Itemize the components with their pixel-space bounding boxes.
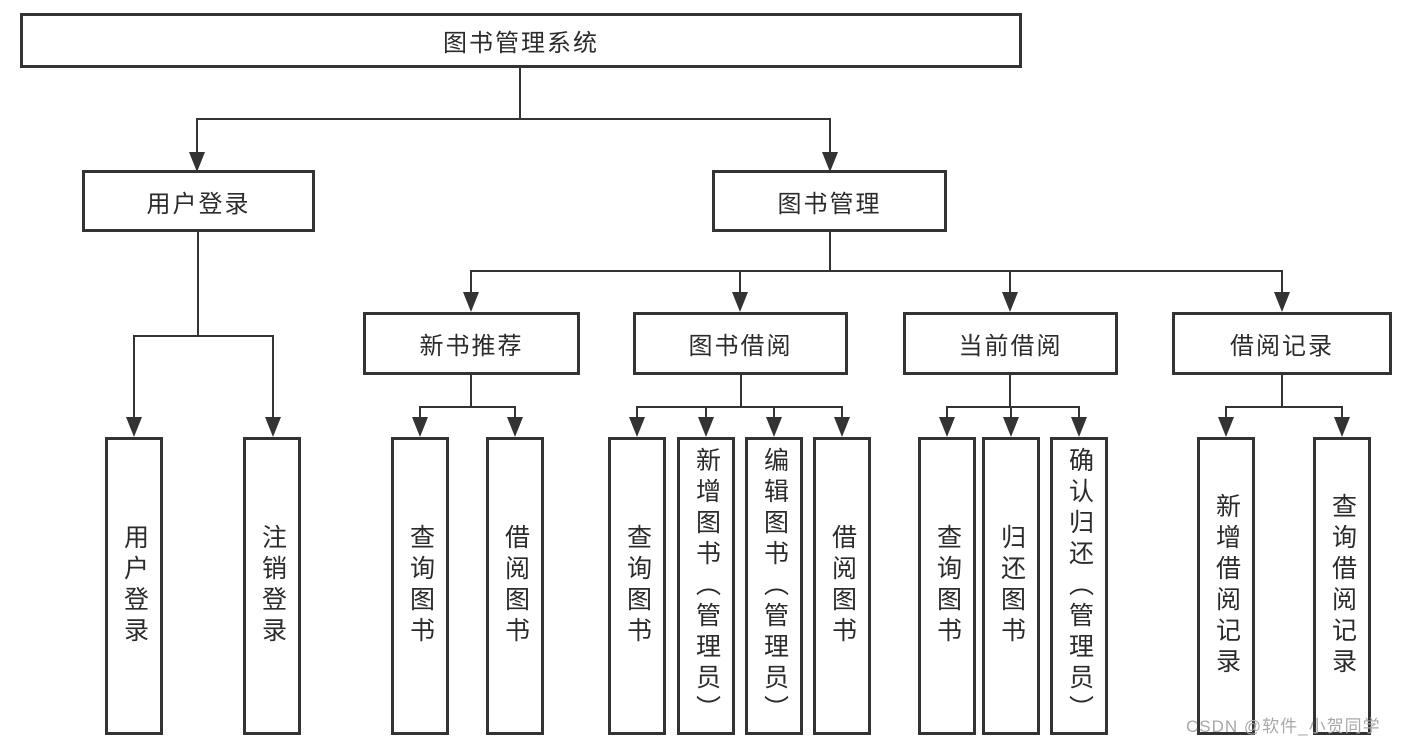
- connector-leaf-stem: [636, 406, 638, 420]
- leaf-query-borrow-record: 查询借阅记录: [1313, 437, 1371, 735]
- leaf-return-books: 归还图书: [982, 437, 1040, 735]
- arrow-down-icon: [189, 152, 205, 172]
- arrow-down-icon: [629, 417, 645, 437]
- arrow-down-icon: [1218, 417, 1234, 437]
- connector-records-down: [1281, 375, 1283, 408]
- arrow-down-icon: [412, 417, 428, 437]
- leaf-user-login: 用户登录: [105, 437, 163, 735]
- connector-leaf-stem: [1341, 406, 1343, 420]
- arrow-down-icon: [507, 417, 523, 437]
- leaf-add-borrow-record: 新增借阅记录: [1197, 437, 1255, 735]
- arrow-down-icon: [1002, 292, 1018, 312]
- leaf-edit-books-admin: 编辑图书（管理员）: [745, 437, 803, 735]
- connector-leaf-stem: [1010, 406, 1012, 420]
- leaf-add-books-admin: 新增图书（管理员）: [677, 437, 735, 735]
- connector-borrow-hline: [636, 406, 843, 408]
- connector-level3-stem: [1281, 270, 1283, 296]
- leaf-borrow-books-recommend: 借阅图书: [486, 437, 544, 735]
- connector-level3-stem: [1009, 270, 1011, 296]
- connector-root-stem: [519, 68, 521, 120]
- node-new-book-recommend: 新书推荐: [363, 312, 580, 375]
- leaf-confirm-return-admin: 确认归还（管理员）: [1050, 437, 1108, 735]
- connector-current-down: [1009, 375, 1011, 408]
- arrow-down-icon: [1274, 292, 1290, 312]
- connector-leaf-stem: [133, 335, 135, 419]
- arrow-down-icon: [1071, 417, 1087, 437]
- node-current-borrow: 当前借阅: [903, 312, 1118, 375]
- connector-leaf-stem: [272, 335, 274, 419]
- arrow-down-icon: [834, 417, 850, 437]
- csdn-watermark: CSDN @软件_小贺同学: [1186, 717, 1381, 736]
- node-book-borrow: 图书借阅: [633, 312, 848, 375]
- connector-leaf-stem: [1078, 406, 1080, 420]
- node-borrow-records: 借阅记录: [1172, 312, 1392, 375]
- connector-recommend-hline: [419, 406, 516, 408]
- connector-borrow-down: [740, 375, 742, 408]
- leaf-borrow-books: 借阅图书: [813, 437, 871, 735]
- leaf-logout: 注销登录: [243, 437, 301, 735]
- connector-recommend-down: [470, 375, 472, 408]
- leaf-query-books-borrow: 查询图书: [608, 437, 666, 735]
- node-book-management: 图书管理: [712, 170, 947, 232]
- connector-book-mgmt-down: [829, 232, 831, 272]
- arrow-down-icon: [1003, 417, 1019, 437]
- arrow-down-icon: [939, 417, 955, 437]
- arrow-down-icon: [265, 417, 281, 437]
- node-user-login: 用户登录: [82, 170, 315, 232]
- node-root-system: 图书管理系统: [20, 13, 1022, 68]
- connector-user-login-hline: [133, 335, 274, 337]
- connector-book-mgmt-stem: [829, 118, 831, 156]
- connector-level3-stem: [470, 270, 472, 296]
- arrow-down-icon: [732, 292, 748, 312]
- connector-leaf-stem: [946, 406, 948, 420]
- arrow-down-icon: [822, 152, 838, 172]
- connector-level2-hline: [196, 118, 831, 120]
- connector-leaf-stem: [419, 406, 421, 420]
- connector-records-hline: [1225, 406, 1342, 408]
- arrow-down-icon: [698, 417, 714, 437]
- connector-level3-hline: [470, 270, 1283, 272]
- arrow-down-icon: [766, 417, 782, 437]
- arrow-down-icon: [463, 292, 479, 312]
- arrow-down-icon: [126, 417, 142, 437]
- connector-current-hline: [946, 406, 1080, 408]
- connector-leaf-stem: [1225, 406, 1227, 420]
- connector-level3-stem: [739, 270, 741, 296]
- connector-leaf-stem: [705, 406, 707, 420]
- connector-user-login-stem: [196, 118, 198, 156]
- connector-user-login-down: [197, 232, 199, 337]
- leaf-query-books-recommend: 查询图书: [391, 437, 449, 735]
- connector-leaf-stem: [841, 406, 843, 420]
- arrow-down-icon: [1334, 417, 1350, 437]
- connector-leaf-stem: [773, 406, 775, 420]
- leaf-query-books-current: 查询图书: [918, 437, 976, 735]
- connector-leaf-stem: [514, 406, 516, 420]
